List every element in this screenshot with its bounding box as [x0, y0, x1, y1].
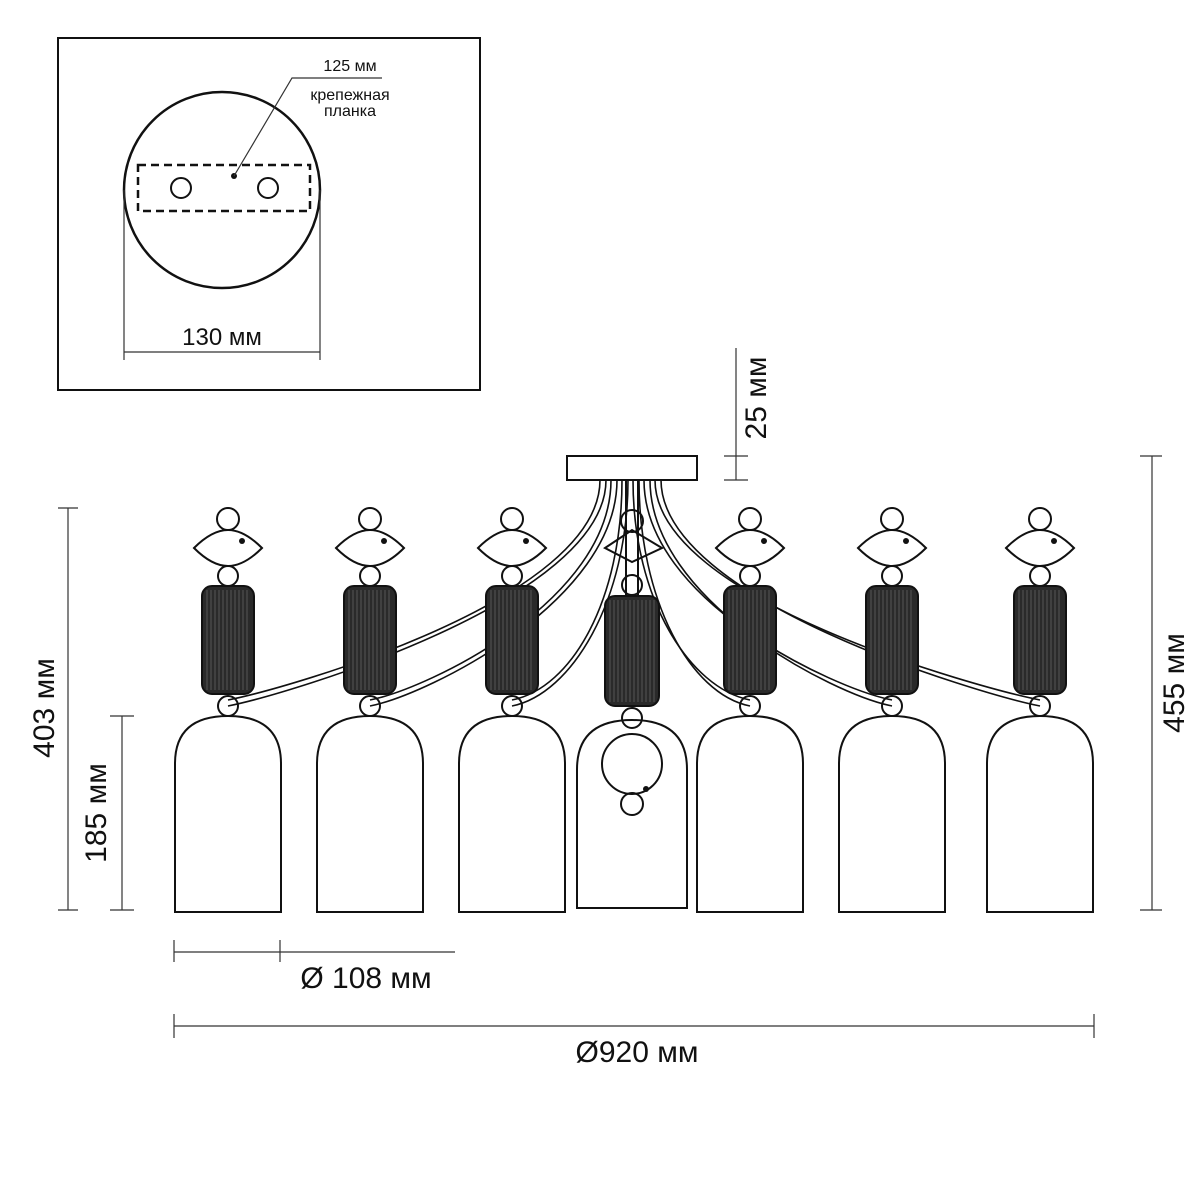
inset-frame	[57, 37, 481, 391]
canopy-diameter-label: 130 мм	[182, 324, 262, 351]
lamp-5-diamond-dot	[903, 538, 909, 544]
lamp-1-diamond-dot	[239, 538, 245, 544]
lamp-3-diamond-dot	[523, 538, 529, 544]
center-lamp-body	[604, 595, 660, 707]
shade-height-label: 185 мм	[80, 763, 113, 863]
mount-detail-inset: 125 мм крепежная планка 130 мм	[57, 37, 481, 391]
lamp-5-shade	[838, 714, 946, 913]
bracket-hole-right	[257, 177, 279, 199]
back-diamond	[603, 528, 665, 564]
lamp-3-shade	[458, 714, 566, 913]
center-lamp-drop-bead	[620, 792, 644, 816]
lamp-6-diamond	[1004, 528, 1076, 568]
lamp-4-top-bead	[738, 507, 762, 531]
lamp-6-body	[1013, 585, 1067, 695]
lamp-5-top-bead	[880, 507, 904, 531]
arm-1-outer	[227, 479, 601, 701]
dimension-lines: 25 мм 455 мм 403 мм 185 мм Ø 108 мм Ø920…	[28, 348, 1191, 1069]
lamp-2-body	[343, 585, 397, 695]
center-lamp-ring	[601, 733, 663, 795]
plate-caption-line2: планка	[324, 103, 376, 120]
lamp-2-shade	[316, 714, 424, 913]
lamp-5-body	[865, 585, 919, 695]
lamp-6-diamond-dot	[1051, 538, 1057, 544]
lamp-3-mid-bead	[501, 565, 523, 587]
lamp-6-top-bead	[1028, 507, 1052, 531]
ribbed-body	[485, 585, 539, 695]
ribbed-body	[343, 585, 397, 695]
lamp-1-shade	[174, 714, 282, 913]
lamp-3-body	[485, 585, 539, 695]
lamp-4-diamond-dot	[761, 538, 767, 544]
canopy-plate-circle	[122, 90, 322, 290]
center-lamp-shade	[576, 718, 688, 909]
chandelier-front-view	[174, 455, 1094, 913]
plate-caption-line1: крепежная	[310, 87, 389, 104]
lamp-5-diamond	[856, 528, 928, 568]
ribbed-body	[1013, 585, 1067, 695]
bracket-leader-line	[233, 77, 382, 177]
lamp-2-mid-bead	[359, 565, 381, 587]
lamp-3-diamond	[476, 528, 548, 568]
lamp-6-mid-bead	[1029, 565, 1051, 587]
total-height-label: 455 мм	[1158, 633, 1191, 733]
lamp-2-diamond	[334, 528, 406, 568]
lamp-5-mid-bead	[881, 565, 903, 587]
ribbed-body	[865, 585, 919, 695]
ribbed-body	[201, 585, 255, 695]
overall-diameter-label: Ø920 мм	[576, 1036, 699, 1069]
arm-1-inner	[227, 479, 607, 707]
ribbed-body	[604, 595, 660, 707]
lamp-group	[174, 507, 1094, 913]
arm-6-inner	[660, 479, 1041, 707]
lamp-4-diamond	[714, 528, 786, 568]
center-lamp-lower-bead	[621, 707, 643, 729]
shade-diameter-label: Ø 108 мм	[300, 962, 431, 995]
lamp-4-mid-bead	[739, 565, 761, 587]
bracket-hole-left	[170, 177, 192, 199]
ceiling-canopy	[566, 455, 698, 481]
plate-length-label: 125 мм	[323, 58, 376, 75]
canopy-height-label: 25 мм	[740, 357, 773, 440]
lamp-1-diamond	[192, 528, 264, 568]
lamp-1-body	[201, 585, 255, 695]
ribbed-body	[723, 585, 777, 695]
lamp-6-shade	[986, 714, 1094, 913]
lamp-3-lower-bead	[501, 695, 523, 717]
lamp-2-diamond-dot	[381, 538, 387, 544]
arm-height-label: 403 мм	[28, 658, 61, 758]
mounting-bracket	[136, 163, 312, 213]
lamp-1-top-bead	[216, 507, 240, 531]
back-bead	[620, 509, 644, 533]
lamp-3-top-bead	[500, 507, 524, 531]
lamp-1-mid-bead	[217, 565, 239, 587]
lamp-4-body	[723, 585, 777, 695]
lamp-4-shade	[696, 714, 804, 913]
lamp-2-top-bead	[358, 507, 382, 531]
arm-6-outer	[654, 479, 1041, 701]
center-lamp-ring-dot	[643, 786, 649, 792]
